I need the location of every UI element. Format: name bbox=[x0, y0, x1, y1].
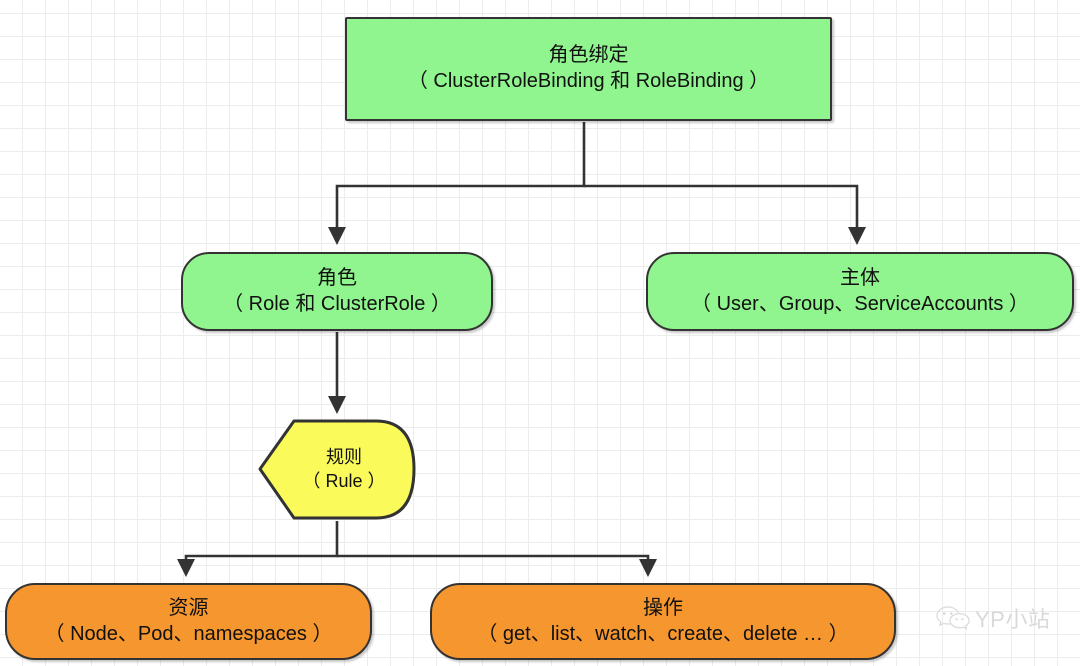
watermark: YP小站 bbox=[936, 602, 1050, 634]
node-rule-label: 规则 （ Rule ） bbox=[258, 419, 416, 520]
edge-rule-to-resource bbox=[176, 521, 339, 578]
wechat-icon bbox=[936, 606, 970, 630]
node-subject[interactable]: 主体 （ User、Group、ServiceAccounts ） bbox=[646, 252, 1074, 331]
node-rule-line2: （ Rule ） bbox=[302, 470, 386, 491]
node-resource[interactable]: 资源 （ Node、Pod、namespaces ） bbox=[5, 583, 372, 660]
node-role-line1: 角色 bbox=[317, 266, 357, 289]
node-role[interactable]: 角色 （ Role 和 ClusterRole ） bbox=[181, 252, 493, 331]
node-verb-line2: （ get、list、watch、create、delete … ） bbox=[477, 622, 849, 645]
node-role-binding[interactable]: 角色绑定 （ ClusterRoleBinding 和 RoleBinding … bbox=[345, 17, 832, 121]
node-role-binding-line2: （ ClusterRoleBinding 和 RoleBinding ） bbox=[407, 70, 770, 92]
edge-rule-to-verb bbox=[337, 554, 658, 578]
node-resource-line2: （ Node、Pod、namespaces ） bbox=[44, 622, 333, 645]
node-role-line2: （ Role 和 ClusterRole ） bbox=[223, 292, 451, 315]
node-role-binding-line1: 角色绑定 bbox=[548, 44, 629, 67]
hexagon-shape bbox=[258, 419, 416, 520]
node-rule[interactable]: 规则 （ Rule ） bbox=[258, 419, 416, 520]
node-rule-line1: 规则 bbox=[326, 447, 362, 468]
node-subject-line1: 主体 bbox=[840, 266, 880, 289]
node-verb[interactable]: 操作 （ get、list、watch、create、delete … ） bbox=[430, 583, 896, 660]
watermark-text: YP小站 bbox=[975, 607, 1051, 632]
edge-rolebinding-to-role bbox=[327, 122, 586, 246]
node-verb-line1: 操作 bbox=[643, 596, 683, 619]
node-resource-line1: 资源 bbox=[168, 596, 209, 619]
node-subject-line2: （ User、Group、ServiceAccounts ） bbox=[691, 292, 1029, 315]
edge-rolebinding-to-subject bbox=[584, 184, 867, 246]
